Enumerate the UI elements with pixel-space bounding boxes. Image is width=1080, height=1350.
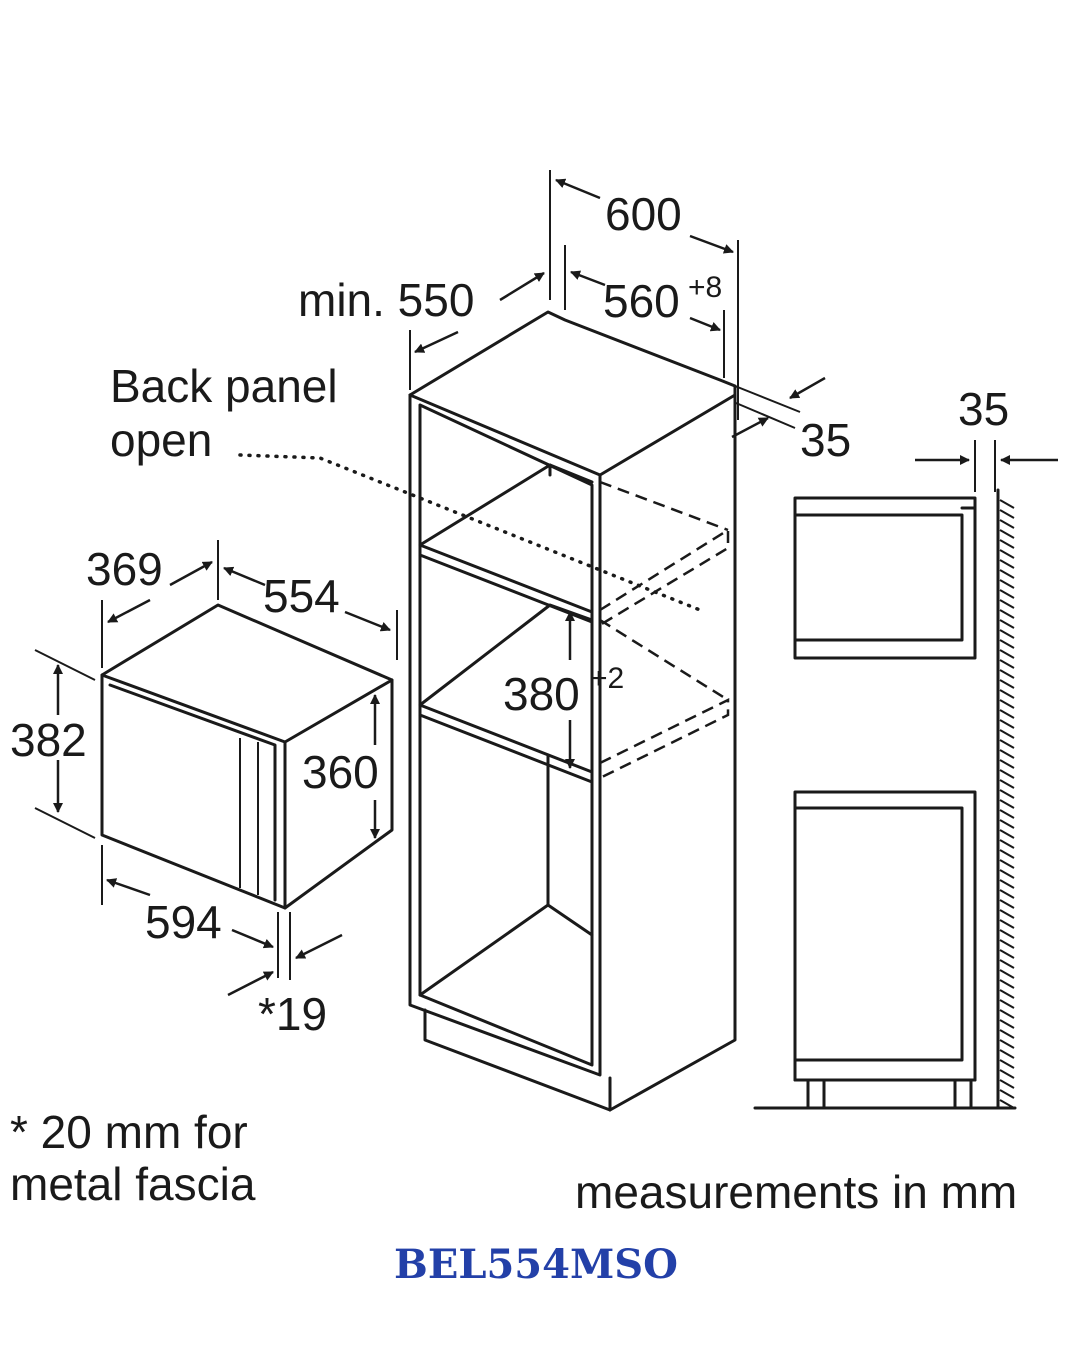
hatch-line <box>999 749 1015 759</box>
hatch-line <box>999 1099 1015 1109</box>
hatch-line <box>999 939 1015 949</box>
side-view-cabinet <box>753 488 1017 1110</box>
units-note: measurements in mm <box>575 1166 1017 1218</box>
mw-width-label: 594 <box>145 896 222 948</box>
hatch-line <box>999 709 1015 719</box>
hatch-line <box>999 729 1015 739</box>
hatch-line <box>999 669 1015 679</box>
hatch-line <box>999 1049 1015 1059</box>
hatch-line <box>999 1039 1015 1049</box>
hatch-line <box>999 849 1015 859</box>
hatch-line <box>999 809 1015 819</box>
hatch-line <box>999 649 1015 659</box>
hatch-line <box>999 609 1015 619</box>
hatch-line <box>999 1059 1015 1069</box>
hatch-line <box>999 549 1015 559</box>
hatch-line <box>999 739 1015 749</box>
back-panel-label-line2: open <box>110 414 212 466</box>
hatch-line <box>999 889 1015 899</box>
hatch-line <box>999 689 1015 699</box>
wall-hatch <box>999 499 1015 1109</box>
hatch-line <box>999 1069 1015 1079</box>
hatch-line <box>999 899 1015 909</box>
hatch-line <box>999 629 1015 639</box>
hatch-line <box>999 559 1015 569</box>
hatch-line <box>999 859 1015 869</box>
side-view-dimensions <box>915 440 1058 492</box>
mw-height-label: 382 <box>10 714 87 766</box>
tall-cabinet <box>408 310 737 1112</box>
hatch-line <box>999 659 1015 669</box>
hatch-line <box>999 539 1015 549</box>
hatch-line <box>999 839 1015 849</box>
mw-body-width-label: 554 <box>263 570 340 622</box>
hatch-line <box>999 579 1015 589</box>
hatch-line <box>999 799 1015 809</box>
hatch-line <box>999 989 1015 999</box>
hatch-line <box>999 599 1015 609</box>
niche-height-tolerance: +2 <box>590 662 624 695</box>
niche-height-label: 380 <box>503 668 580 720</box>
hatch-line <box>999 699 1015 709</box>
mw-body-height-label: 360 <box>302 746 379 798</box>
tall-width-label: 600 <box>605 188 682 240</box>
hatch-line <box>999 959 1015 969</box>
hatch-line <box>999 949 1015 959</box>
hatch-line <box>999 909 1015 919</box>
hatch-line <box>999 879 1015 889</box>
footnote-line2: metal fascia <box>10 1158 256 1210</box>
hatch-line <box>999 619 1015 629</box>
microwave-dimensions <box>34 540 398 997</box>
hatch-line <box>999 979 1015 989</box>
hatch-line <box>999 999 1015 1009</box>
hatch-line <box>999 1029 1015 1039</box>
hatch-line <box>999 1089 1015 1099</box>
hatch-line <box>999 969 1015 979</box>
niche-width-label: 560 <box>603 275 680 327</box>
hatch-line <box>999 759 1015 769</box>
hatch-line <box>999 679 1015 689</box>
hatch-line <box>999 1009 1015 1019</box>
hatch-line <box>999 719 1015 729</box>
niche-depth-label: min. 550 <box>298 274 474 326</box>
mw-depth-label: 369 <box>86 543 163 595</box>
microwave <box>100 603 394 910</box>
tall-cabinet-dimensions <box>238 170 826 769</box>
hatch-line <box>999 499 1015 509</box>
hatch-line <box>999 509 1015 519</box>
back-panel-label-line1: Back panel <box>110 360 338 412</box>
niche-width-tolerance: +8 <box>688 271 722 304</box>
hatch-line <box>999 569 1015 579</box>
hatch-line <box>999 919 1015 929</box>
footnote-line1: * 20 mm for <box>10 1106 248 1158</box>
hatch-line <box>999 589 1015 599</box>
rear-gap-label: 35 <box>800 414 851 466</box>
hatch-line <box>999 529 1015 539</box>
model-number: BEL554MSO <box>394 1241 678 1288</box>
hatch-line <box>999 1079 1015 1089</box>
hatch-line <box>999 819 1015 829</box>
hatch-line <box>999 1019 1015 1029</box>
hatch-line <box>999 789 1015 799</box>
fascia-label: *19 <box>258 988 327 1040</box>
wall-gap-label: 35 <box>958 383 1009 435</box>
hatch-line <box>999 829 1015 839</box>
hatch-line <box>999 869 1015 879</box>
hatch-line <box>999 639 1015 649</box>
hatch-line <box>999 519 1015 529</box>
hatch-line <box>999 769 1015 779</box>
hatch-line <box>999 779 1015 789</box>
hatch-line <box>999 929 1015 939</box>
